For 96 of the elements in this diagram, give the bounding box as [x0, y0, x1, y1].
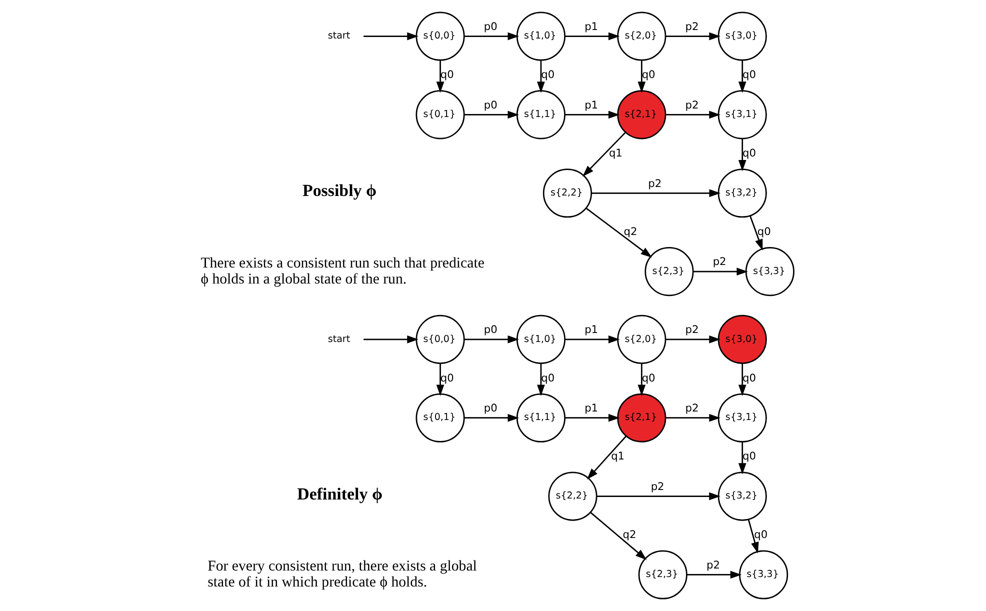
- arrow: [693, 268, 748, 276]
- arrow: [738, 363, 746, 396]
- edge-label: q0: [440, 372, 454, 384]
- label: Definitely ϕ: [297, 484, 383, 504]
- edge-label: q0: [742, 372, 756, 384]
- edge-label: p0: [484, 20, 498, 33]
- edge-label: p1: [584, 99, 598, 112]
- arrow: [464, 335, 520, 344]
- arrow: [464, 32, 520, 40]
- label: There exists a consistent run such that predicate ϕ holds in a global state of the run.: [200, 256, 484, 288]
- arrow: [436, 60, 444, 93]
- node-circle: s{0,1}: [416, 90, 465, 140]
- node-circle: s{2,1}: [617, 90, 666, 140]
- arrow: [586, 436, 627, 480]
- node-circle: s{2,3}: [638, 550, 688, 600]
- node-circle: s{3,0}: [718, 12, 767, 61]
- arrow: [591, 189, 720, 198]
- arrow: [666, 32, 720, 40]
- arrow: [666, 335, 720, 344]
- node-circle: s{2,0}: [617, 314, 666, 364]
- node-circle: s{3,2}: [718, 168, 767, 218]
- arrow: [564, 110, 620, 119]
- node-circle: s{1,0}: [516, 314, 566, 364]
- node-circle: s{3,0}: [718, 314, 767, 364]
- arrow: [364, 335, 418, 344]
- node-circle: s{1,0}: [516, 12, 566, 61]
- arrow: [638, 363, 646, 396]
- edge-label: p2: [685, 99, 699, 112]
- arrow: [464, 110, 520, 119]
- edge-label: q0: [742, 69, 756, 82]
- arrow: [564, 335, 620, 344]
- node-circle: s{2,1}: [617, 393, 666, 442]
- edge-label: q0: [754, 529, 768, 542]
- edge-label: p0: [484, 402, 498, 414]
- arrow: [590, 512, 647, 560]
- edge-label: p1: [584, 324, 598, 336]
- arrow: [596, 492, 720, 500]
- node-circle: s{0,0}: [416, 314, 465, 364]
- edge-label: q0: [440, 69, 454, 82]
- arrow: [582, 132, 626, 177]
- arrow: [738, 442, 746, 474]
- arrow: [537, 363, 545, 396]
- edge-label: p2: [712, 256, 726, 268]
- node-circle: s{3,3}: [745, 247, 794, 296]
- edge-label: q2: [622, 529, 636, 542]
- node-circle: s{3,2}: [718, 472, 767, 521]
- edge-label: p2: [650, 480, 664, 493]
- arrow: [564, 414, 620, 422]
- arrow: [666, 414, 720, 422]
- edge-label: q0: [642, 372, 656, 384]
- arrow: [586, 208, 652, 258]
- node-circle: s{1,1}: [516, 393, 566, 442]
- node-circle: s{0,1}: [416, 393, 465, 442]
- edge-label: p2: [685, 20, 699, 33]
- node-circle: s{2,0}: [617, 12, 666, 61]
- edge-label: q0: [742, 450, 756, 463]
- node-text: start: [328, 334, 350, 345]
- label: Possibly ϕ: [302, 181, 377, 200]
- edge-label: q0: [742, 148, 756, 160]
- edge-label: p2: [685, 402, 699, 414]
- node-circle: s{3,1}: [718, 393, 767, 442]
- edge-label: q0: [541, 372, 555, 384]
- node-circle: s{1,1}: [516, 90, 566, 140]
- edge-label: q1: [611, 450, 625, 463]
- edge-label: q2: [624, 226, 638, 238]
- edge-label: p1: [584, 402, 598, 414]
- edge-label: p2: [706, 559, 720, 572]
- arrow: [436, 363, 444, 396]
- node-circle: s{3,1}: [718, 90, 767, 140]
- arrow: [748, 519, 759, 554]
- edge-label: q0: [642, 69, 656, 82]
- label: For every consistent run, there exists a global state of it in which predicate ϕ holds.: [208, 558, 477, 591]
- arrow: [564, 32, 620, 40]
- edge-label: p2: [685, 324, 699, 336]
- arrow: [738, 60, 746, 93]
- node-circle: s{2,2}: [542, 168, 592, 218]
- arrow: [638, 60, 646, 93]
- edge-label: q0: [757, 226, 771, 238]
- arrow: [738, 138, 746, 172]
- edge-label: p0: [484, 324, 498, 336]
- arrow: [750, 216, 763, 250]
- node-circle: s{2,3}: [644, 247, 694, 296]
- node-circle: s{0,0}: [416, 12, 465, 61]
- arrow: [686, 570, 742, 579]
- arrow: [666, 110, 720, 119]
- edge-label: q0: [541, 69, 555, 82]
- node-text: start: [328, 30, 350, 42]
- node-circle: s{2,2}: [548, 472, 598, 521]
- edge-label: p2: [648, 178, 662, 190]
- arrow: [364, 32, 418, 40]
- edge-label: q1: [608, 148, 622, 160]
- node-circle: s{3,3}: [739, 550, 788, 600]
- edge-label: p0: [484, 99, 498, 112]
- edge-label: p1: [584, 20, 598, 33]
- arrow: [464, 414, 520, 422]
- arrow: [537, 60, 545, 93]
